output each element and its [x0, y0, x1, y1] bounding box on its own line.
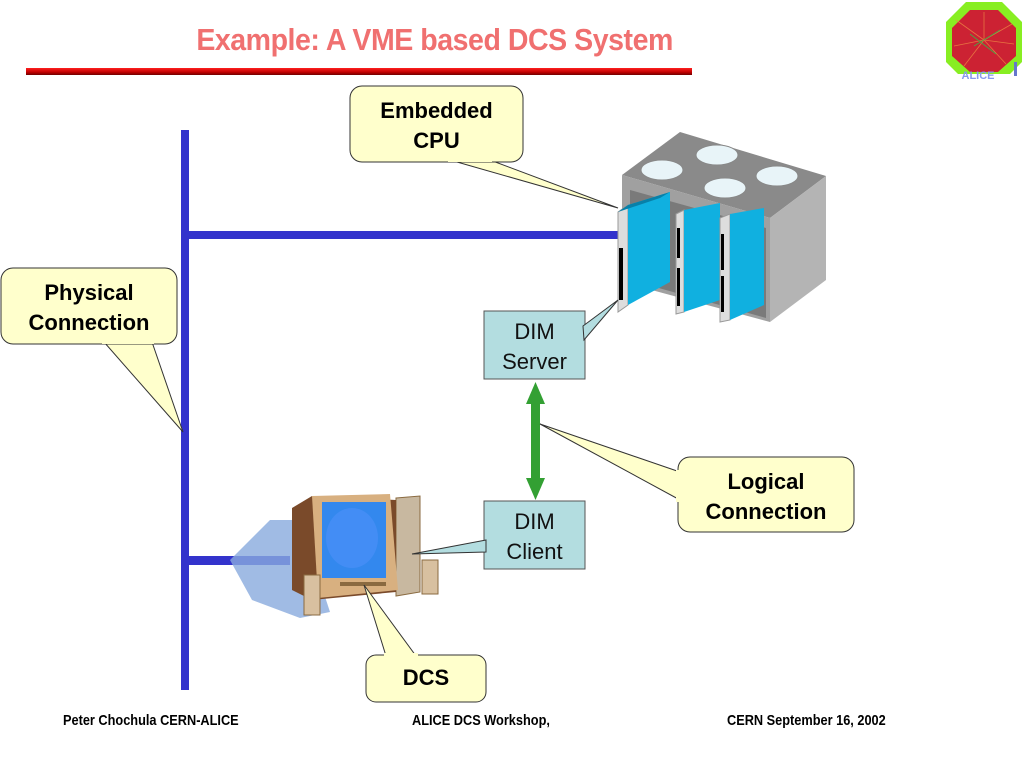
footer-location-date: CERN September 16, 2002 — [727, 712, 886, 729]
embedded-cpu-line2: CPU — [413, 128, 460, 153]
dcs-label: DCS — [366, 663, 486, 693]
dim-client-box — [483, 500, 586, 570]
embedded-cpu-label: Embedded CPU — [350, 96, 523, 156]
alice-logo-icon: ALICE — [946, 2, 1022, 80]
dim-client-line2: Client — [506, 539, 563, 564]
slide-title: Example: A VME based DCS System — [196, 22, 673, 57]
network-bus-icon — [181, 130, 621, 690]
dim-server-label: DIM Server — [484, 317, 585, 377]
callout-embedded-cpu — [349, 85, 619, 209]
callout-logical-connection — [539, 423, 855, 533]
physical-connection-line1: Physical — [44, 280, 134, 305]
callout-physical-connection — [0, 267, 184, 433]
callout-dcs — [363, 584, 487, 703]
dim-server-box — [483, 310, 586, 380]
title-underline — [26, 68, 692, 75]
workstation-computer-icon — [230, 494, 439, 618]
logical-connection-line1: Logical — [727, 469, 805, 494]
dcs-label-text: DCS — [402, 665, 450, 690]
logical-connection-line2: Connection — [705, 499, 827, 524]
logical-connection-label: Logical Connection — [678, 467, 854, 527]
vme-crate-icon — [617, 132, 826, 323]
embedded-cpu-line1: Embedded — [380, 98, 493, 123]
footer-author: Peter Chochula CERN-ALICE — [63, 712, 239, 729]
dim-server-line2: Server — [502, 349, 567, 374]
dim-client-label: DIM Client — [484, 507, 585, 567]
physical-connection-label: Physical Connection — [1, 278, 177, 338]
dim-server-line1: DIM — [514, 319, 555, 344]
alice-logo-text: ALICE — [962, 70, 995, 80]
bidirectional-arrow-icon — [526, 382, 545, 500]
dim-client-line1: DIM — [514, 509, 555, 534]
physical-connection-line2: Connection — [28, 310, 150, 335]
footer-event: ALICE DCS Workshop, — [412, 712, 550, 729]
